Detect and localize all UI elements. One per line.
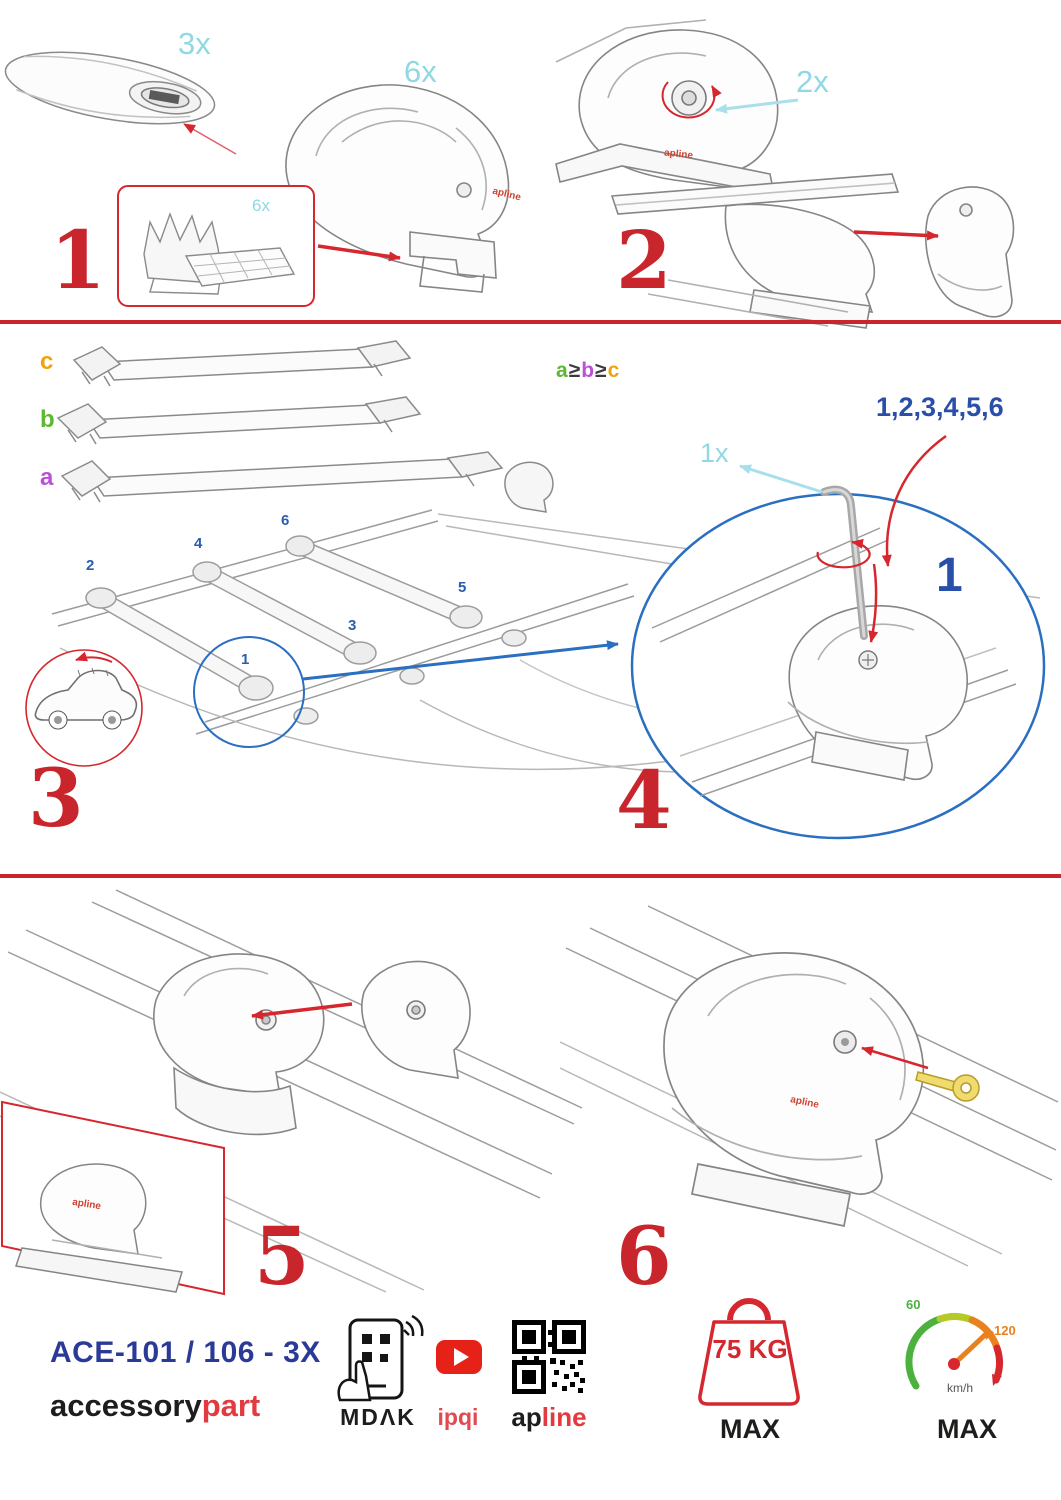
key-drawing [915,1071,980,1102]
section-divider-bottom [0,874,1061,878]
brand-accessory: accessory [50,1388,202,1423]
step4-zoom-drawing [630,434,1046,840]
step4-number: 4 [616,753,672,847]
step1-pad-inset [117,185,401,307]
pad-qty-label: 6x [252,196,270,215]
step5-number: 5 [254,1209,310,1303]
step2-lower-drawing [610,173,1015,329]
mdak-label: MDΛK [340,1404,416,1430]
speedometer-icon [905,1313,1003,1390]
brand-wordmark: accessorypart [50,1390,260,1421]
step1-crossbar-drawing [4,51,237,155]
inequality-c: c [607,359,621,382]
bar-qty-label: 3x [178,26,211,61]
position-1: 1 [241,651,250,668]
brand-part: part [201,1388,261,1423]
step2-number: 2 [616,213,672,307]
position-6: 6 [281,512,290,529]
weight-icon [698,1298,800,1406]
section-divider-top [0,320,1061,324]
youtube-icon [436,1340,482,1374]
tighten-sequence: 1,2,3,4,5,6 [876,392,1004,422]
qr-code-icon [512,1320,586,1394]
speed-unit-label: km/h [946,1381,973,1395]
step6-number: 6 [616,1209,672,1303]
speed-low-label: 60 [906,1297,921,1312]
car-inset-drawing [25,649,143,767]
inequality-ge1: ≥ [568,359,582,382]
model-number: ACE-101 / 106 - 3X [50,1336,321,1369]
step2-upper-drawing [555,19,799,196]
apline-wordmark: apline [498,1404,600,1430]
weight-max-label: MAX [720,1414,780,1444]
weight-limit-label: 75 KG [712,1334,788,1364]
sequence-first: 1 [936,549,963,602]
key-qty-label: 1x [700,438,729,468]
apline-line: line [541,1402,587,1432]
step3-number: 3 [28,751,84,845]
position-4: 4 [194,535,203,552]
step1-number: 1 [50,213,106,307]
step5-drawing [0,889,583,1296]
inequality-ge2: ≥ [595,359,608,382]
knob-qty-label: 2x [796,64,829,99]
speed-max-label: MAX [937,1414,997,1444]
speed-high-label: 120 [994,1323,1016,1338]
size-a-drawing [60,451,554,513]
position-2: 2 [86,557,95,574]
size-b-drawing [56,396,422,445]
inequality-b: b [581,359,596,382]
position-5: 5 [458,579,467,596]
inequality-a: a [556,359,569,382]
foot-qty-label: 6x [404,54,437,89]
ipqi-label: ipqi [437,1404,479,1430]
step6-drawing [559,905,1059,1267]
step1-foot-drawing [285,84,510,293]
size-label-c: c [40,348,54,375]
size-inequality: a≥b≥c [556,360,620,381]
size-label-b: b [40,406,55,433]
position-3: 3 [348,617,357,634]
size-c-drawing [72,340,412,387]
scan-app-icon [337,1314,424,1402]
size-label-a: a [40,464,54,491]
apline-ap: ap [511,1402,542,1432]
